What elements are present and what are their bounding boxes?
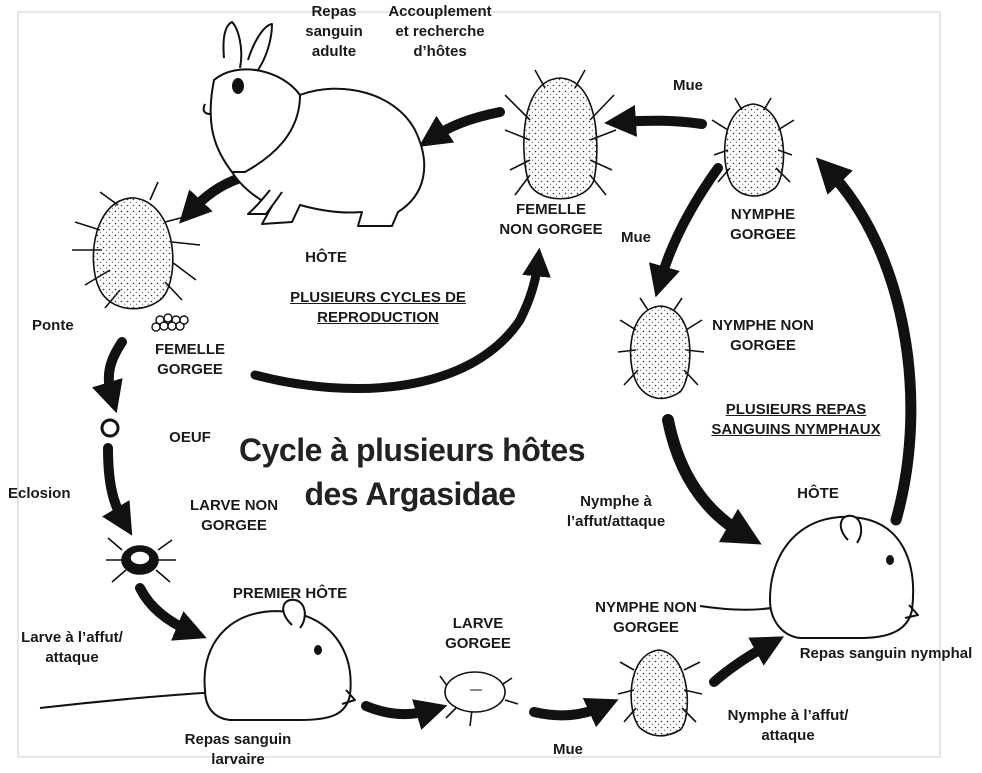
- arrow-engorged-nymph-to-unfed-nymph: [660, 168, 718, 282]
- arrow-larva-to-mouse: [140, 588, 192, 632]
- label-ponte: Ponte: [32, 316, 74, 336]
- diagram-title-line2: des Argasidae: [304, 474, 515, 514]
- label-nymphe-affut-top: Nymphe à l’affut/attaque: [567, 492, 665, 532]
- label-eclosion: Eclosion: [8, 484, 71, 504]
- larva-unfed: [106, 538, 176, 582]
- tick-nymph-unfed-bottom: [618, 650, 702, 736]
- arrow-nymph-to-mouse-right: [714, 644, 770, 682]
- label-femelle-non-gorgee: FEMELLE NON GORGEE: [499, 200, 602, 240]
- tick-nymph-engorged: [712, 98, 794, 196]
- larva-engorged: [440, 672, 518, 726]
- arrow-rabbit-to-engorged-female: [190, 178, 240, 212]
- label-nymphe-non-gorgee-right: NYMPHE NON GORGEE: [712, 316, 814, 356]
- arrow-larva-to-nymph: [534, 706, 604, 715]
- diagram-title-line1: Cycle à plusieurs hôtes: [239, 430, 585, 470]
- label-mue-top: Mue: [673, 76, 703, 96]
- egg-cluster: [152, 314, 188, 331]
- arrow-egg-to-larva: [108, 448, 124, 522]
- label-larve-gorgee: LARVE GORGEE: [445, 614, 511, 654]
- label-femelle-gorgee: FEMELLE GORGEE: [155, 340, 225, 380]
- label-premier-hote: PREMIER HÔTE: [233, 584, 347, 604]
- label-accouplement: Accouplement et recherche d’hôtes: [388, 2, 491, 62]
- arrow-mouse-to-larva-engorged: [366, 706, 432, 714]
- arrow-mouse-to-engorged-nymph: [828, 170, 911, 520]
- label-plusieurs-repas: PLUSIEURS REPAS SANGUINS NYMPHAUX: [711, 400, 880, 440]
- label-nymphe-gorgee: NYMPHE GORGEE: [730, 205, 796, 245]
- label-hote-top: HÔTE: [305, 248, 347, 268]
- label-repas-nymphal: Repas sanguin nymphal: [800, 644, 973, 664]
- label-hote-right: HÔTE: [797, 484, 839, 504]
- arrow-female-to-egg: [109, 342, 122, 398]
- label-larve-affut: Larve à l’affut/ attaque: [21, 628, 123, 668]
- arrow-tick-to-rabbit: [432, 112, 500, 138]
- tick-female-unfed: [505, 70, 616, 199]
- egg: [102, 420, 118, 436]
- label-mue-bottom: Mue: [553, 740, 583, 760]
- arrow-engorged-nymph-to-female: [620, 121, 702, 124]
- label-plusieurs-cycles: PLUSIEURS CYCLES DE REPRODUCTION: [290, 288, 466, 328]
- label-larve-non-gorgee: LARVE NON GORGEE: [190, 496, 278, 536]
- label-mue-right: Mue: [621, 228, 651, 248]
- label-nymphe-non-gorgee-bottom: NYMPHE NON GORGEE: [595, 598, 697, 638]
- tick-nymph-unfed: [618, 298, 704, 398]
- label-oeuf: OEUF: [169, 428, 211, 448]
- label-nymphe-affut-bottom: Nymphe à l’affut/ attaque: [728, 706, 849, 746]
- label-repas-sanguin-adulte: Repas sanguin adulte: [305, 2, 363, 62]
- tick-female-engorged: [72, 182, 200, 309]
- label-repas-larvaire: Repas sanguin larvaire: [185, 730, 292, 770]
